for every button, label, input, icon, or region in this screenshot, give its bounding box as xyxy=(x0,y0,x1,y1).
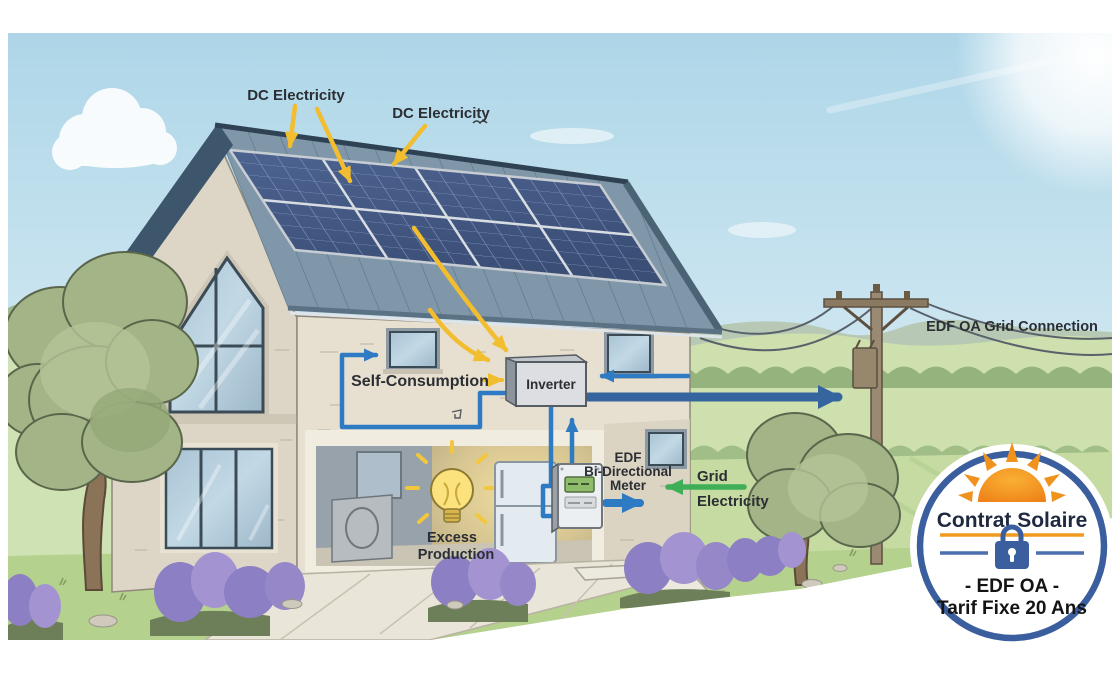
cloud-large xyxy=(52,88,177,170)
tree-right xyxy=(746,412,901,586)
bird-icon xyxy=(472,120,488,125)
gable-floor-band xyxy=(112,414,297,424)
cloud-wisp-1 xyxy=(530,128,614,144)
dc-arrow-1 xyxy=(284,103,299,149)
dc-arrow-to-inverter-2 xyxy=(427,307,491,363)
power-line-right-2 xyxy=(909,307,1112,356)
lock-icon xyxy=(995,524,1029,569)
cloud-wisp-2 xyxy=(728,222,796,238)
roof-fascia xyxy=(289,311,723,339)
window-second-floor-right xyxy=(601,331,657,379)
energy-flows xyxy=(284,103,843,519)
badge-title: Contrat Solaire xyxy=(937,509,1088,532)
window-above-meter xyxy=(645,429,687,469)
power-line-house-2 xyxy=(699,307,873,352)
label-dc-electricity-1: DC Electricity xyxy=(247,87,345,104)
inverter-box xyxy=(505,354,589,408)
dc-arrow-3 xyxy=(391,123,428,167)
lavender-cluster xyxy=(8,574,63,640)
label-grid-line2: Electricity xyxy=(697,493,769,510)
solar-panel-array xyxy=(227,148,668,287)
contrail xyxy=(826,54,1069,114)
roof-ridge xyxy=(214,122,629,185)
lavender-cluster xyxy=(150,552,305,636)
lavender-cluster xyxy=(620,532,763,608)
washing-machine xyxy=(331,494,393,563)
sliding-door xyxy=(164,447,274,550)
wall-mark xyxy=(451,409,462,419)
label-meter-line2: Bi-Directional xyxy=(584,464,672,479)
meter-box xyxy=(551,462,603,534)
label-self-consumption: Self-Consumption xyxy=(351,373,489,390)
badge-subtitle-line1: - EDF OA - xyxy=(965,576,1059,597)
self-consumption-loop xyxy=(339,348,517,430)
power-line-right-1 xyxy=(927,303,1112,340)
sun-glare xyxy=(955,33,1112,195)
label-dc-electricity-2: DC Electricity xyxy=(392,105,490,122)
meter-display xyxy=(564,476,595,493)
tree-left xyxy=(8,251,199,591)
label-grid-connection: EDF OA Grid Connection xyxy=(926,319,1098,335)
inverter-to-meter-line xyxy=(540,403,559,519)
label-grid-line1: Grid xyxy=(697,468,728,485)
garage-interior xyxy=(305,430,604,572)
dc-arrow-to-inverter-1 xyxy=(411,225,509,353)
diagram-labels: DC Electricity DC Electricity Self-Consu… xyxy=(247,87,1098,563)
contract-badge: Contrat Solaire - EDF OA - Tarif Fixe 20… xyxy=(910,442,1114,648)
label-excess-line1: Excess xyxy=(427,530,477,546)
window-first-floor-left xyxy=(383,328,443,374)
power-pole xyxy=(699,284,1112,565)
dc-arrow-2 xyxy=(314,106,353,184)
lavender-bushes xyxy=(8,532,806,640)
label-excess-line2: Production xyxy=(418,547,495,563)
badge-subtitle-line2: Tarif Fixe 20 Ans xyxy=(937,598,1087,619)
lavender-cluster xyxy=(428,548,536,622)
label-meter-line1: EDF xyxy=(615,450,642,465)
pole-transformer xyxy=(852,347,878,389)
label-meter-line3: Meter xyxy=(610,478,647,493)
roof-rake-edge xyxy=(623,181,723,333)
interior-window xyxy=(356,451,402,499)
label-inverter: Inverter xyxy=(526,377,576,392)
light-bulb-icon xyxy=(405,440,499,524)
sun-icon xyxy=(958,442,1066,502)
roof-eave xyxy=(287,305,723,335)
lavender-cluster xyxy=(752,532,806,576)
